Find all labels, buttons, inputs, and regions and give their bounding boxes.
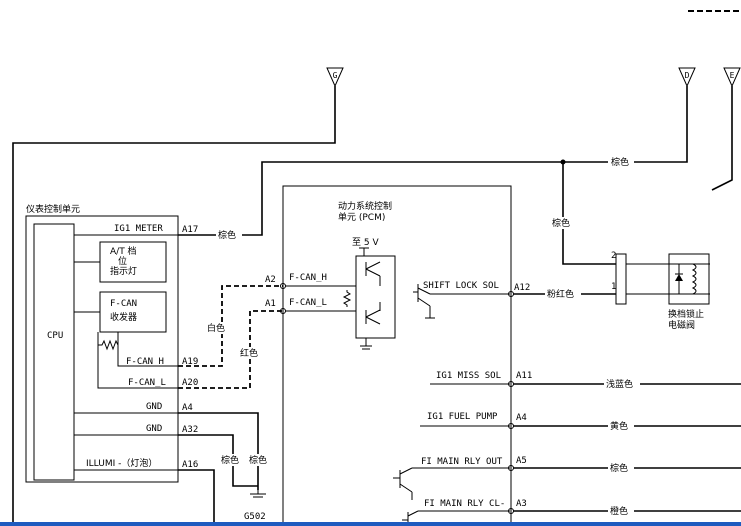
pin-a12: A12 [514, 283, 530, 293]
wire-color-pink-red: 粉红色 [547, 288, 574, 300]
pin-a4-meter: A4 [182, 403, 193, 413]
pin-a2: A2 [265, 275, 276, 285]
connector-e-label: E [730, 71, 735, 80]
shift-lock-transistor [413, 284, 510, 319]
signal-gnd2: GND [146, 424, 162, 434]
pin-a1: A1 [265, 299, 276, 309]
solenoid-label-line2: 电磁阀 [668, 319, 695, 331]
wire-g-feed [12, 86, 336, 526]
bottom-strip [0, 522, 741, 526]
at-indicator-line2: 位 [118, 255, 127, 267]
solenoid-pin2: 2 [611, 251, 616, 261]
pcm-box [282, 185, 512, 526]
ground-label: G502 [244, 512, 266, 522]
fcan-transceiver-line2: 收发器 [110, 311, 137, 323]
connector-g: G [326, 67, 344, 88]
wire-fcan-h [178, 285, 283, 367]
cpu-box [33, 223, 75, 481]
wire-color-brown-top-text: 棕色 [611, 156, 629, 168]
pin-a5: A5 [516, 456, 527, 466]
pin-a20: A20 [182, 378, 198, 388]
connector-d: D [678, 67, 696, 88]
fcan-transceiver-box [99, 291, 167, 333]
wire-fcan-l [178, 310, 283, 389]
fcan-transceiver-line1: F-CAN [110, 299, 137, 309]
signal-fi-main-rly-out: FI MAIN RLY OUT [421, 457, 503, 467]
wire-meter-brown [178, 161, 563, 236]
shift-lock-solenoid [615, 253, 710, 305]
wire-color-brown-gnd2: 棕色 [249, 454, 267, 466]
wire-color-red: 红色 [240, 347, 258, 359]
signal-fcan-h-meter: F-CAN_H [126, 357, 164, 367]
pin-a19: A19 [182, 357, 198, 367]
pcm-title-line1: 动力系统控制 [338, 200, 392, 212]
pin-a4-pcm: A4 [516, 413, 527, 423]
at-indicator-line3: 指示灯 [110, 265, 137, 277]
wire-color-white: 白色 [207, 322, 225, 334]
fi-main-rly-out-transistor [393, 467, 510, 500]
wire-color-brown-meter: 棕色 [218, 229, 236, 241]
connector-d-label: D [685, 71, 690, 80]
wire-d-feed [562, 86, 688, 265]
meter-unit-title: 仪表控制单元 [26, 203, 80, 215]
connector-e: E [723, 67, 741, 88]
signal-ig1-miss-sol: IG1 MISS SOL [436, 371, 501, 381]
wire-color-light-blue: 浅蓝色 [606, 378, 633, 390]
signal-ig1-meter: IG1 METER [114, 224, 163, 234]
pcm-can-transceiver [342, 247, 396, 350]
pcm-supply-label: 至 5 V [352, 237, 379, 248]
wire-e-feed [711, 86, 733, 191]
at-indicator-line1: A/T 档 [110, 245, 137, 257]
ground-g502-symbol [250, 490, 266, 498]
signal-shift-lock-sol: SHIFT LOCK SOL [423, 281, 499, 291]
pcm-title-line2: 单元 (PCM) [338, 211, 385, 223]
pin-a11: A11 [516, 371, 532, 381]
pin-a3: A3 [516, 499, 527, 509]
cpu-label: CPU [47, 331, 63, 341]
signal-fcan-l-pcm: F-CAN_L [289, 298, 327, 308]
pin-a32: A32 [182, 425, 198, 435]
pin-a17: A17 [182, 225, 198, 235]
pin-a16: A16 [182, 460, 198, 470]
signal-ig1-fuel-pump: IG1 FUEL PUMP [427, 412, 498, 422]
meter-unit-box [25, 215, 179, 483]
wire-color-brown-vertical: 棕色 [552, 217, 570, 229]
termination-resistor [98, 339, 119, 351]
wire-color-orange: 橙色 [610, 505, 628, 517]
wire-color-brown-a5: 棕色 [610, 462, 628, 474]
signal-illumi: ILLUMI -（灯泡） [86, 457, 157, 469]
solenoid-label-line1: 换档锁止 [668, 308, 704, 320]
wire-color-yellow: 黄色 [610, 420, 628, 432]
signal-fcan-l-meter: F-CAN_L [128, 378, 166, 388]
wire-color-brown-gnd1: 棕色 [221, 454, 239, 466]
wire-illumi [178, 469, 215, 526]
signal-fcan-h-pcm: F-CAN_H [289, 273, 327, 283]
signal-gnd1: GND [146, 402, 162, 412]
connector-g-label: G [333, 71, 338, 80]
signal-fi-main-rly-cl: FI MAIN RLY CL- [424, 499, 505, 509]
solenoid-pin1: 1 [611, 282, 616, 292]
